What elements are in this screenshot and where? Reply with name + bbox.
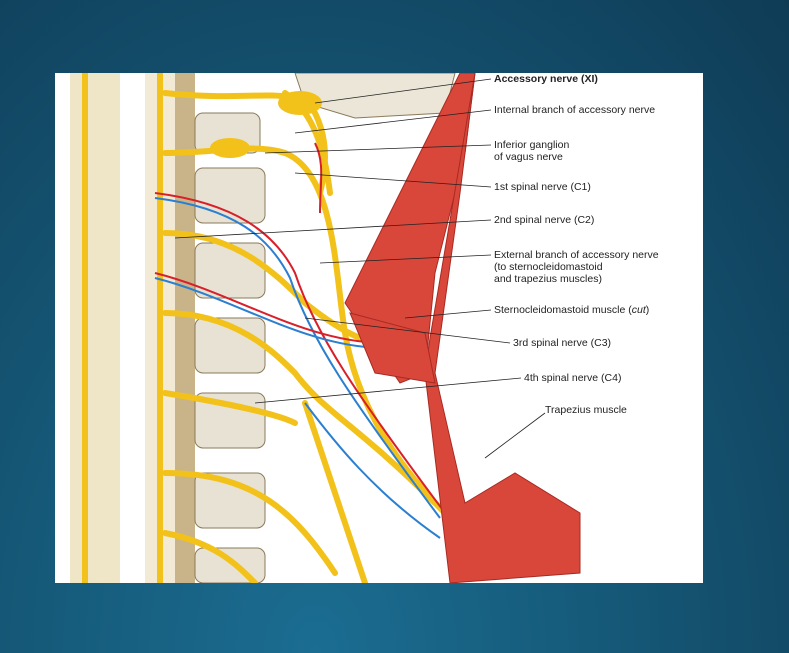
label-scm-cut: cut: [631, 304, 646, 316]
label-inferior-ganglion-line1: Inferior ganglion: [494, 139, 570, 151]
label-accessory-nerve: Accessory nerve (XI): [494, 73, 598, 85]
label-external-branch: External branch of accessory nerve (to s…: [494, 249, 659, 285]
accessory-nerve-illustration: [70, 73, 581, 583]
leader-lines: [174, 78, 546, 459]
label-inferior-ganglion: Inferior ganglion of vagus nerve: [494, 139, 569, 163]
anatomy-figure: Accessory nerve (XI) Internal branch of …: [55, 73, 703, 583]
label-c1: 1st spinal nerve (C1): [494, 181, 591, 193]
label-external-branch-line2: (to sternocleidomastoid: [494, 261, 603, 273]
label-scm-suffix: ): [645, 304, 650, 316]
label-c4: 4th spinal nerve (C4): [524, 372, 622, 384]
label-c3: 3rd spinal nerve (C3): [513, 337, 612, 349]
label-internal-branch: Internal branch of accessory nerve: [494, 104, 656, 116]
scm-cut-end: [349, 312, 436, 384]
label-c2: 2nd spinal nerve (C2): [494, 214, 595, 226]
trapezius-muscle: [424, 73, 581, 583]
dura: [175, 73, 195, 583]
label-inferior-ganglion-line2: of vagus nerve: [494, 151, 563, 163]
label-external-branch-line3: and trapezius muscles): [494, 273, 602, 285]
label-sternocleidomastoid: Sternocleidomastoid muscle (cut): [494, 304, 649, 316]
label-external-branch-line1: External branch of accessory nerve: [494, 249, 659, 261]
label-trapezius: Trapezius muscle: [545, 404, 627, 416]
label-scm-text: Sternocleidomastoid muscle (: [494, 304, 632, 316]
vessels: [154, 142, 446, 539]
spinal-cord-left: [70, 73, 120, 583]
ganglion: [210, 91, 322, 158]
